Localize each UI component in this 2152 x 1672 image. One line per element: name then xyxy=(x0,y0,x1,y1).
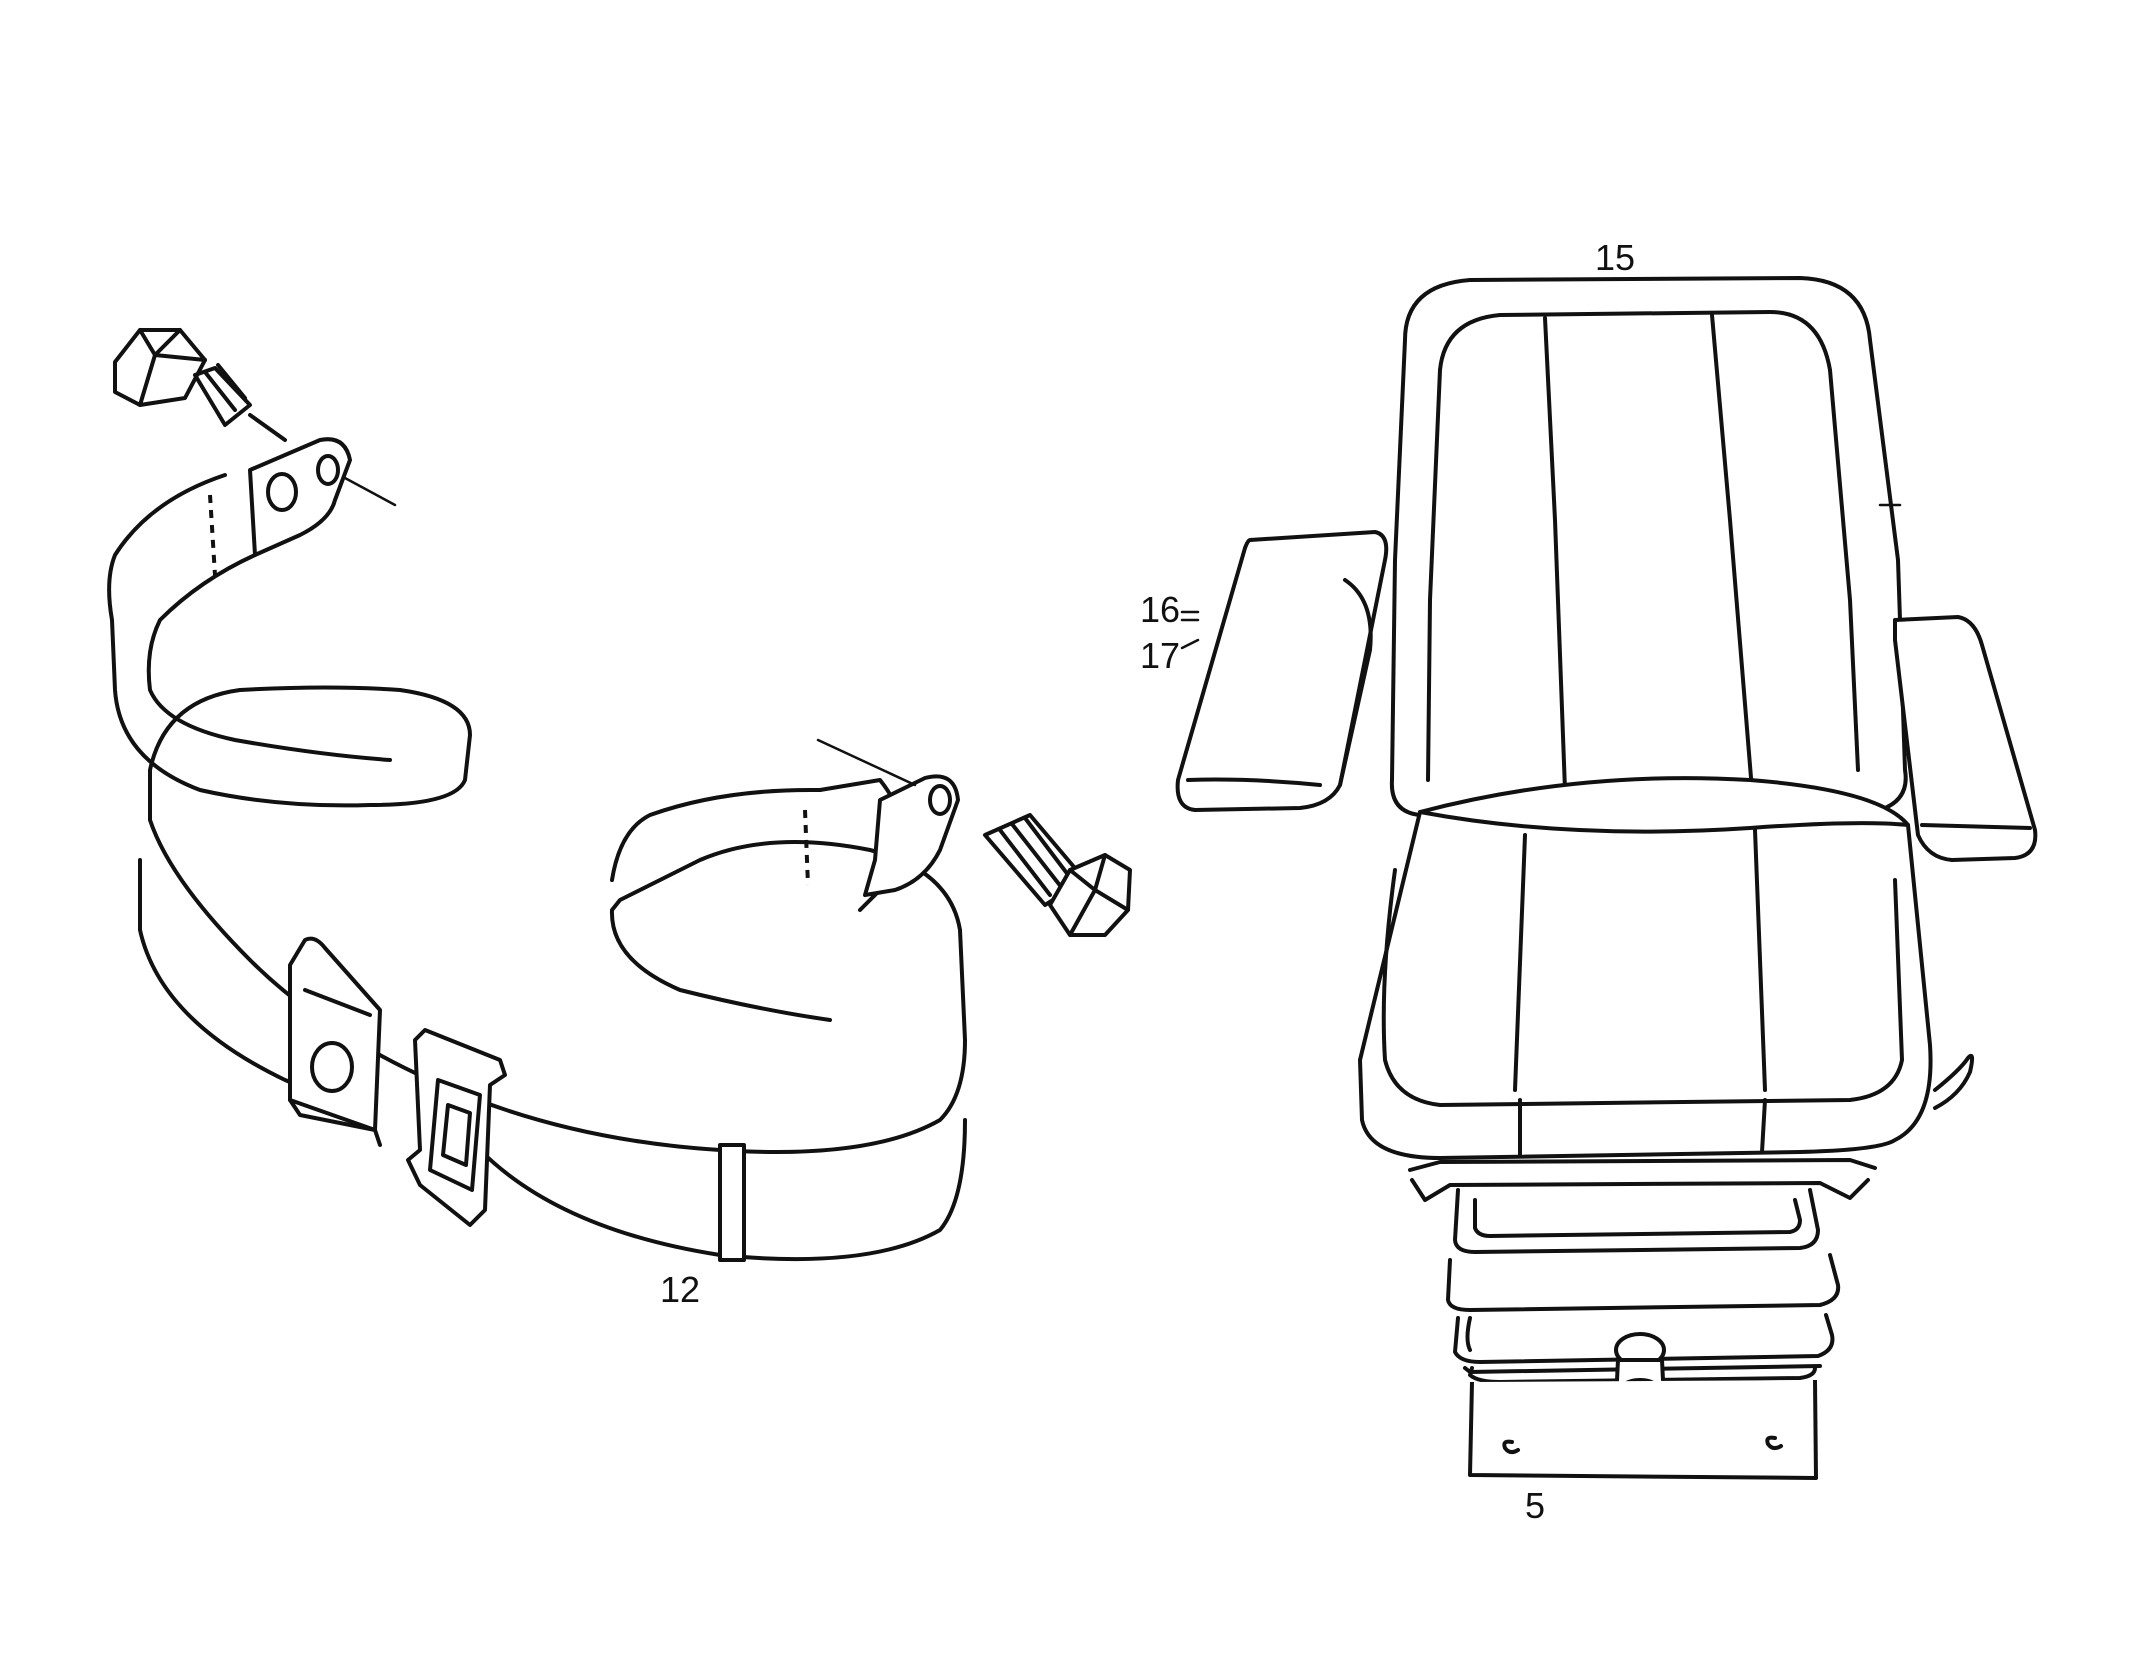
belt-strap xyxy=(107,473,967,1262)
buckle-tongue xyxy=(406,1028,507,1227)
callout-seat-base: 5 xyxy=(1525,1485,1545,1526)
callout-seat-belt: 12 xyxy=(660,1269,700,1310)
buckle-latch xyxy=(288,936,382,1147)
lower-bolt xyxy=(983,813,1132,937)
upper-anchor-plate xyxy=(248,437,397,557)
left-armrest xyxy=(1175,530,1389,812)
seat-cushion xyxy=(1358,776,1975,1160)
seat-belt-assembly: 12 xyxy=(107,328,1132,1310)
callout-armrest-b: 17 xyxy=(1140,635,1180,676)
lower-anchor-plate xyxy=(816,738,960,897)
upper-bolt xyxy=(113,328,287,442)
operator-seat: 15 16 17 5 xyxy=(1140,237,2038,1526)
seat-base-plate xyxy=(1468,1379,1818,1480)
callout-seat-back: 15 xyxy=(1595,237,1635,278)
right-armrest xyxy=(1893,615,2038,862)
seat-back xyxy=(1389,276,1908,817)
callout-armrest-a: 16 xyxy=(1140,589,1180,630)
